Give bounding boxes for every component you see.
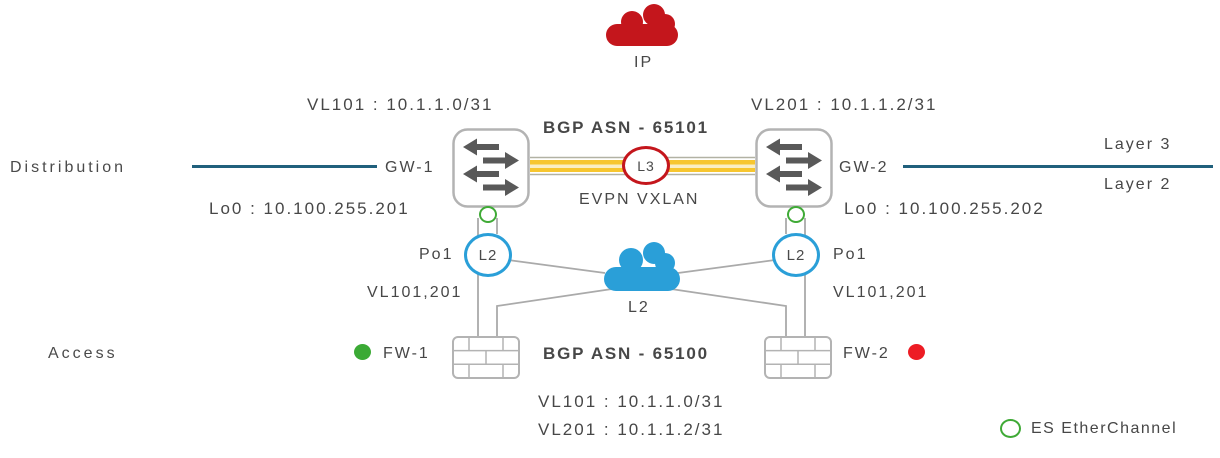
po1-left-l2-badge: L2 — [464, 233, 512, 277]
gw1-allowed-vlans-label: VL101,201 — [367, 284, 463, 301]
distribution-tier-label: Distribution — [10, 159, 127, 176]
gw2-es-etherchannel-icon — [787, 206, 805, 223]
gw1-es-etherchannel-icon — [479, 206, 497, 223]
access-tier-label: Access — [48, 345, 118, 362]
fw2-status-dot — [908, 344, 925, 360]
gw2-allowed-vlans-label: VL101,201 — [833, 284, 929, 301]
gw2-vlan-subnet-label: VL201 : 10.1.1.2/31 — [751, 95, 938, 114]
gw1-port-channel-label: Po1 — [419, 246, 454, 263]
gw2-port-channel-label: Po1 — [833, 246, 868, 263]
access-subnet-vl201-label: VL201 : 10.1.1.2/31 — [538, 420, 725, 439]
fw2-name-label: FW-2 — [843, 345, 890, 362]
fw1-name-label: FW-1 — [383, 345, 430, 362]
access-bgp-asn-label: BGP ASN - 65100 — [543, 344, 709, 363]
wire-po1-left-to-l2cloud — [507, 259, 606, 274]
wire-l2cloud-to-fw1 — [496, 288, 613, 336]
legend-es-etherchannel-icon — [1000, 419, 1021, 438]
l2-cloud-icon — [604, 242, 680, 291]
l3-link-badge: L3 — [622, 146, 670, 185]
gw2-switch-icon — [755, 128, 833, 208]
layer3-label: Layer 3 — [1104, 136, 1172, 153]
po1-right-l2-badge: L2 — [772, 233, 820, 277]
ip-cloud-icon — [606, 4, 678, 46]
fw1-firewall-icon — [452, 336, 520, 379]
gw1-name-label: GW-1 — [385, 159, 435, 176]
layer2-label: Layer 2 — [1104, 176, 1172, 193]
evpn-vxlan-label: EVPN VXLAN — [579, 191, 700, 208]
gw1-loopback-label: Lo0 : 10.100.255.201 — [209, 199, 410, 218]
gw2-loopback-label: Lo0 : 10.100.255.202 — [844, 199, 1045, 218]
gw1-switch-icon — [452, 128, 530, 208]
legend-es-etherchannel-label: ES EtherChannel — [1031, 420, 1178, 437]
access-subnet-vl101-label: VL101 : 10.1.1.0/31 — [538, 392, 725, 411]
wire-po1-right-to-l2cloud — [677, 259, 776, 274]
wire-l2cloud-to-fw2 — [670, 288, 787, 336]
fw2-firewall-icon — [764, 336, 832, 379]
l2-cloud-label: L2 — [628, 299, 650, 316]
ip-cloud-label: IP — [634, 54, 654, 71]
distribution-bgp-asn-label: BGP ASN - 65101 — [543, 118, 709, 137]
gw2-name-label: GW-2 — [839, 159, 889, 176]
fw1-status-dot — [354, 344, 371, 360]
gw1-vlan-subnet-label: VL101 : 10.1.1.0/31 — [307, 95, 494, 114]
